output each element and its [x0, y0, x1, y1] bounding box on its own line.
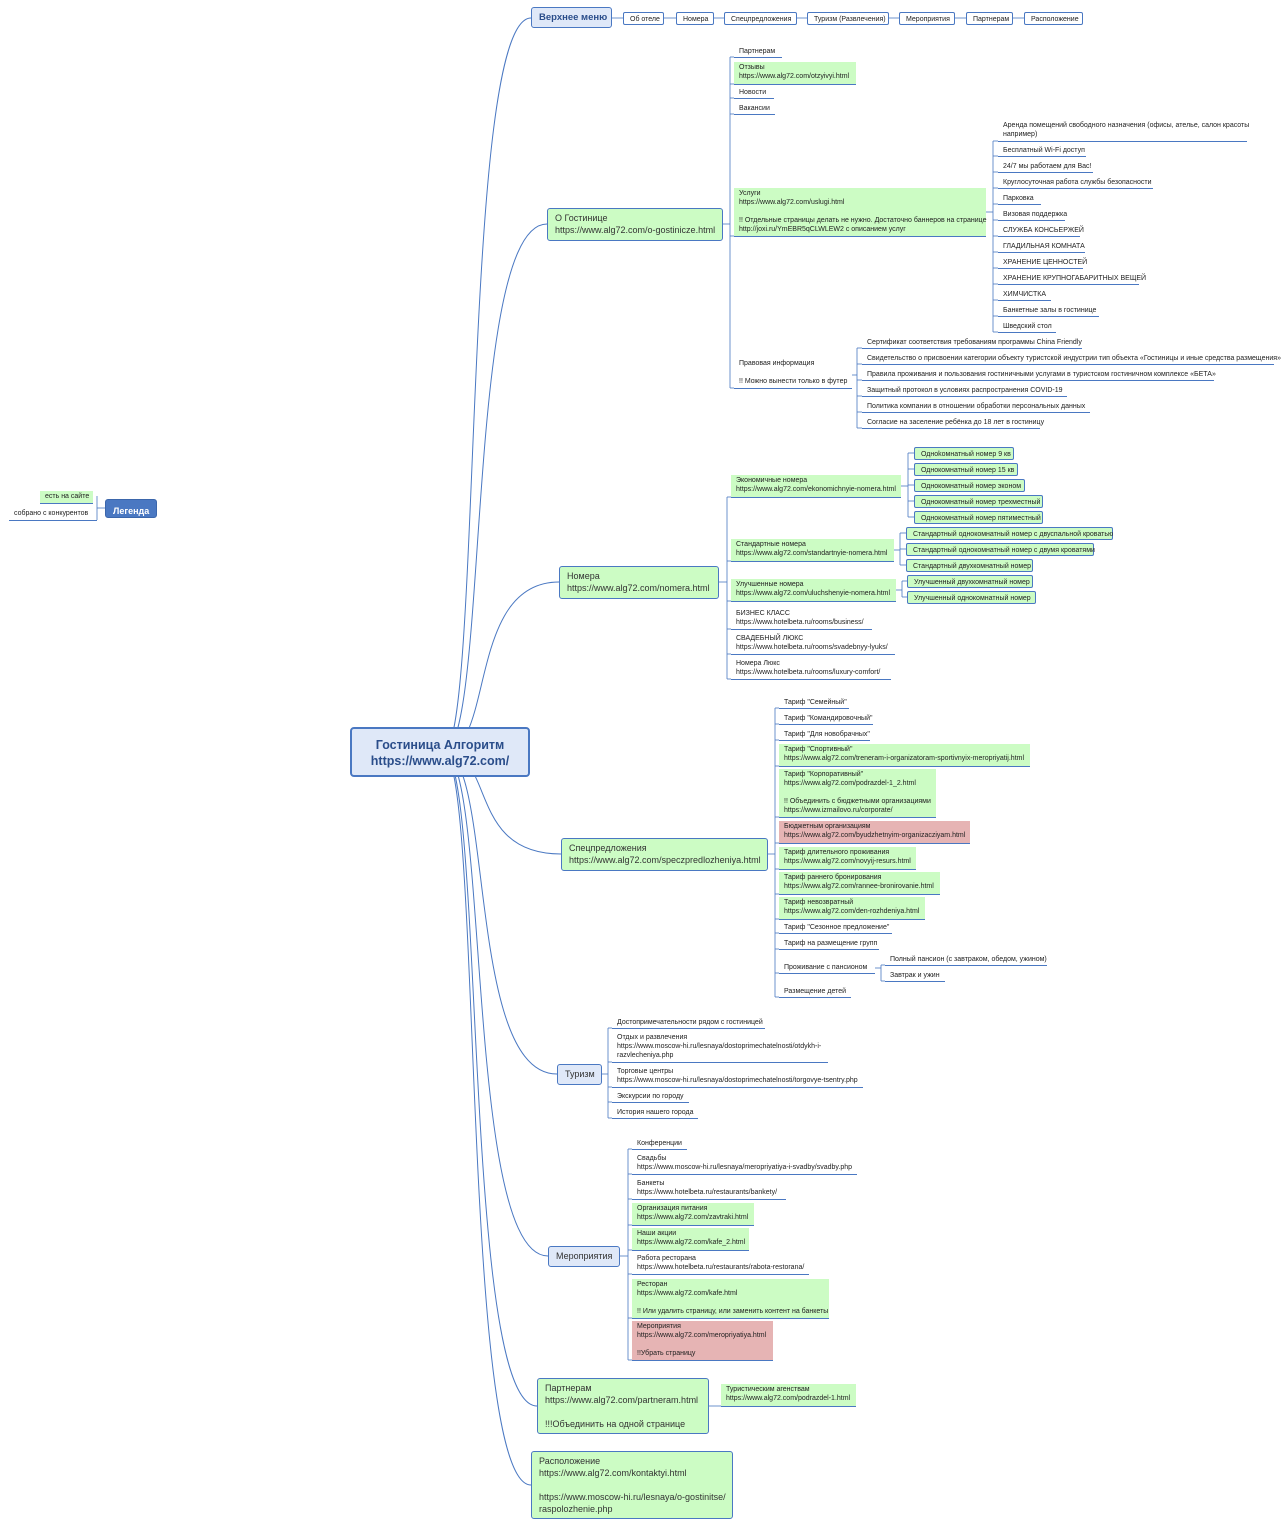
connector — [442, 751, 532, 1486]
improved-room[interactable]: Улучшенный двухкомнатный номер — [907, 575, 1033, 588]
economy-room[interactable]: Однокомнатный номер эконом — [914, 479, 1025, 492]
tourism-item[interactable]: Достопримечательности рядом с гостиницей — [612, 1017, 765, 1029]
tourism-item[interactable]: Экскурсии по городу — [612, 1091, 689, 1103]
tourism-topic[interactable]: Туризм — [557, 1064, 602, 1085]
about-item[interactable]: Новости — [734, 87, 774, 99]
event-item[interactable]: Свадьбы https://www.moscow-hi.ru/lesnaya… — [632, 1153, 857, 1175]
partners-topic[interactable]: Партнерам https://www.alg72.com/partnera… — [537, 1378, 709, 1434]
location-topic[interactable]: Расположение https://www.alg72.com/konta… — [531, 1451, 733, 1519]
event-item[interactable]: Ресторан https://www.alg72.com/kafe.html… — [632, 1279, 829, 1319]
service-item[interactable]: 24/7 мы работаем для Вас! — [998, 161, 1093, 173]
top-menu-item[interactable]: Об отеле — [623, 12, 664, 25]
top-menu-item[interactable]: Спецпредложения — [724, 12, 797, 25]
legal-item[interactable]: Защитный протокол в условиях распростран… — [862, 385, 1067, 397]
rooms-other[interactable]: СВАДЕБНЫЙ ЛЮКС https://www.hotelbeta.ru/… — [731, 633, 895, 655]
connector — [442, 751, 549, 1257]
rooms-improved[interactable]: Улучшенные номера https://www.alg72.com/… — [731, 579, 896, 602]
economy-room[interactable]: Одноkомнатный номер 9 кв — [914, 447, 1014, 460]
event-item[interactable]: Банкеты https://www.hotelbeta.ru/restaur… — [632, 1178, 786, 1200]
offer-item[interactable]: Тариф "Для новобрачных" — [779, 729, 870, 741]
improved-room[interactable]: Улучшенный однокомнатный номер — [907, 591, 1036, 604]
pension-item[interactable]: Завтрак и ужин — [885, 970, 945, 982]
legal-item[interactable]: Согласие на заселение ребёнка до 18 лет … — [862, 417, 1044, 429]
rooms-standard[interactable]: Стандартные номера https://www.alg72.com… — [731, 539, 894, 562]
about-item[interactable]: Вакансии — [734, 103, 775, 115]
service-item[interactable]: Банкетные залы в гостинице — [998, 305, 1099, 317]
offer-item[interactable]: Тариф "Сезонное предложение" — [779, 922, 892, 934]
connector — [442, 751, 538, 1407]
event-item[interactable]: Организация питания https://www.alg72.co… — [632, 1203, 754, 1226]
legend-competitors[interactable]: собрано с конкурентов — [9, 508, 97, 521]
service-item[interactable]: Шведский стол — [998, 321, 1056, 333]
economy-room[interactable]: Однокомнатный номер пятиместный — [914, 511, 1043, 524]
event-item[interactable]: Конференции — [632, 1138, 687, 1150]
connector — [442, 223, 548, 753]
service-item[interactable]: Визовая поддержка — [998, 209, 1067, 221]
service-item[interactable]: Аренда помещений свободного назначения (… — [998, 120, 1249, 142]
standard-room[interactable]: Стандартный однокомнатный номер с двуспа… — [906, 527, 1113, 540]
about-item[interactable]: Партнерам — [734, 46, 782, 58]
legal-item[interactable]: Сертификат соответствия требованиям прог… — [862, 337, 1082, 349]
service-item[interactable]: СЛУЖБА КОНСЬЕРЖЕЙ — [998, 225, 1084, 237]
connector — [442, 17, 532, 753]
legal-topic[interactable]: Правовая информация !! Можно вынести тол… — [734, 358, 852, 389]
service-item[interactable]: Бесплатный Wi-Fi доступ — [998, 145, 1086, 157]
legend-on-site[interactable]: есть на сайте — [40, 491, 93, 504]
tourism-item[interactable]: Торговые центры https://www.moscow-hi.ru… — [612, 1066, 863, 1088]
tourism-item[interactable]: Отдых и развлечения https://www.moscow-h… — [612, 1032, 828, 1063]
legal-item[interactable]: Политика компании в отношении обработки … — [862, 401, 1090, 413]
legend-topic[interactable]: Легенда — [105, 499, 157, 518]
offer-item[interactable]: Тариф "Корпоративный" https://www.alg72.… — [779, 769, 936, 818]
offer-item[interactable]: Тариф невозвратный https://www.alg72.com… — [779, 897, 925, 920]
offer-item[interactable]: Тариф "Спортивный" https://www.alg72.com… — [779, 744, 1030, 767]
root-topic[interactable]: Гостиница Алгоритм https://www.alg72.com… — [350, 727, 530, 777]
services-topic[interactable]: Услуги https://www.alg72.com/uslugi.html… — [734, 188, 986, 237]
offer-item[interactable]: Тариф "Командировочный" — [779, 713, 873, 725]
tourism-item[interactable]: История нашего города — [612, 1107, 698, 1119]
offer-item[interactable]: Тариф на размещение групп — [779, 938, 879, 950]
offer-item[interactable]: Проживание с пансионом — [779, 962, 875, 974]
pension-item[interactable]: Полный пансион (с завтраком, обедом, ужи… — [885, 954, 1047, 966]
offers-topic[interactable]: Спецпредложения https://www.alg72.com/sp… — [561, 838, 768, 871]
rooms-economy[interactable]: Экономичные номера https://www.alg72.com… — [731, 475, 901, 498]
event-item[interactable]: Наши акции https://www.alg72.com/kafe_2.… — [632, 1228, 749, 1251]
legal-item[interactable]: Свидетельство о присвоении категории объ… — [862, 353, 1281, 365]
event-item[interactable]: Работа ресторана https://www.hotelbeta.r… — [632, 1253, 809, 1275]
offer-item[interactable]: Бюджетным организациям https://www.alg72… — [779, 821, 970, 844]
offer-item[interactable]: Размещение детей — [779, 986, 851, 998]
rooms-other[interactable]: БИЗНЕС КЛАСС https://www.hotelbeta.ru/ro… — [731, 608, 872, 630]
about-topic[interactable]: О Гостинице https://www.alg72.com/o-gost… — [547, 208, 723, 241]
connector — [442, 751, 558, 1075]
service-item[interactable]: ХРАНЕНИЕ КРУПНОГАБАРИТНЫХ ВЕЩЕЙ — [998, 273, 1146, 285]
standard-room[interactable]: Стандартный двухкомнатный номер — [906, 559, 1033, 572]
rooms-topic[interactable]: Номера https://www.alg72.com/nomera.html — [559, 566, 719, 599]
top-menu-topic[interactable]: Верхнее меню — [531, 7, 612, 28]
service-item[interactable]: Круглосуточная работа службы безопасност… — [998, 177, 1153, 189]
events-topic[interactable]: Мероприятия — [548, 1246, 620, 1267]
offer-item[interactable]: Тариф "Семейный" — [779, 697, 849, 709]
top-menu-item[interactable]: Партнерам — [966, 12, 1013, 25]
economy-room[interactable]: Однокомнатный номер трехместный — [914, 495, 1043, 508]
about-item[interactable]: Отзывы https://www.alg72.com/otzyivyi.ht… — [734, 62, 856, 85]
economy-room[interactable]: Однокомнатный номер 15 кв — [914, 463, 1018, 476]
top-menu-item[interactable]: Туризм (Развлечения) — [807, 12, 889, 25]
top-menu-item[interactable]: Мероприятия — [899, 12, 955, 25]
service-item[interactable]: ХРАНЕНИЕ ЦЕННОСТЕЙ — [998, 257, 1087, 269]
offer-item[interactable]: Тариф длительного проживания https://www… — [779, 847, 916, 870]
event-item[interactable]: Мероприятия https://www.alg72.com/meropr… — [632, 1321, 773, 1361]
service-item[interactable]: ХИМЧИСТКА — [998, 289, 1051, 301]
service-item[interactable]: Парковка — [998, 193, 1041, 205]
rooms-other[interactable]: Номера Люкс https://www.hotelbeta.ru/roo… — [731, 658, 891, 680]
top-menu-item[interactable]: Номера — [676, 12, 714, 25]
legal-item[interactable]: Правила проживания и пользования гостини… — [862, 369, 1216, 381]
service-item[interactable]: ГЛАДИЛЬНАЯ КОМНАТА — [998, 241, 1085, 253]
standard-room[interactable]: Стандартный однокомнатный номер с двумя … — [906, 543, 1095, 556]
top-menu-item[interactable]: Расположение — [1024, 12, 1083, 25]
offer-item[interactable]: Тариф раннего бронирования https://www.a… — [779, 872, 940, 895]
partners-item[interactable]: Туристическим агенствам https://www.alg7… — [721, 1384, 856, 1407]
